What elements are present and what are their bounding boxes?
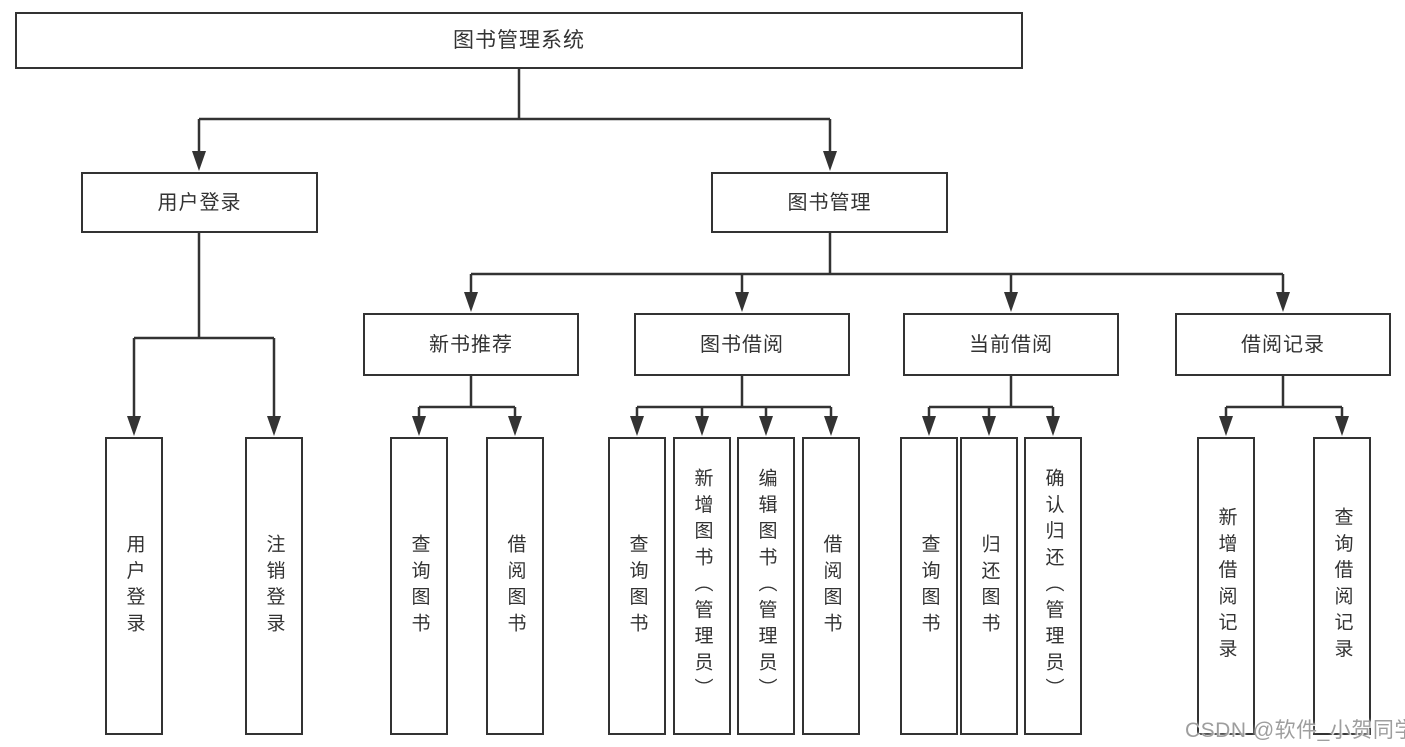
connector-current-to-leaves bbox=[922, 376, 1060, 436]
leaf-borrow-query-book-label: 查询图书 bbox=[626, 533, 648, 639]
leaf-recommend-query-book-label: 查询图书 bbox=[408, 533, 430, 639]
node-book-borrow: 图书借阅 bbox=[634, 313, 850, 376]
leaf-add-borrow-record: 新增借阅记录 bbox=[1197, 437, 1255, 735]
leaf-borrow-book: 借阅图书 bbox=[802, 437, 860, 735]
leaf-user-login: 用户登录 bbox=[105, 437, 163, 735]
leaf-borrow-book-label: 借阅图书 bbox=[820, 533, 842, 639]
leaf-edit-book-admin-label: 编辑图书（管理员） bbox=[755, 468, 777, 704]
leaf-borrow-query-book: 查询图书 bbox=[608, 437, 666, 735]
node-current-borrow: 当前借阅 bbox=[903, 313, 1119, 376]
leaf-recommend-borrow-book: 借阅图书 bbox=[486, 437, 544, 735]
leaf-logout-label: 注销登录 bbox=[263, 533, 285, 639]
connector-recommend-to-leaves bbox=[412, 376, 522, 436]
node-root-system: 图书管理系统 bbox=[15, 12, 1023, 69]
node-borrow-records-label: 借阅记录 bbox=[1241, 333, 1325, 356]
leaf-return-book: 归还图书 bbox=[960, 437, 1018, 735]
node-book-management-label: 图书管理 bbox=[787, 191, 872, 214]
leaf-recommend-borrow-book-label: 借阅图书 bbox=[504, 533, 526, 639]
node-user-login: 用户登录 bbox=[81, 172, 318, 233]
leaf-add-book-admin-label: 新增图书（管理员） bbox=[691, 468, 713, 704]
leaf-return-book-label: 归还图书 bbox=[978, 533, 1000, 639]
connector-bookmgmt-to-level2 bbox=[464, 233, 1290, 312]
node-current-borrow-label: 当前借阅 bbox=[969, 333, 1053, 356]
leaf-logout: 注销登录 bbox=[245, 437, 303, 735]
leaf-add-borrow-record-label: 新增借阅记录 bbox=[1215, 507, 1237, 665]
node-new-book-recommend: 新书推荐 bbox=[363, 313, 579, 376]
node-borrow-records: 借阅记录 bbox=[1175, 313, 1391, 376]
node-user-login-label: 用户登录 bbox=[157, 191, 242, 214]
connector-userlogin-to-leaves bbox=[127, 233, 281, 436]
leaf-confirm-return-admin: 确认归还（管理员） bbox=[1024, 437, 1082, 735]
node-new-book-recommend-label: 新书推荐 bbox=[429, 333, 513, 356]
node-book-management: 图书管理 bbox=[711, 172, 948, 233]
leaf-add-book-admin: 新增图书（管理员） bbox=[673, 437, 731, 735]
node-root-system-label: 图书管理系统 bbox=[453, 28, 585, 52]
leaf-query-borrow-record: 查询借阅记录 bbox=[1313, 437, 1371, 735]
connector-root-to-level1 bbox=[192, 69, 837, 171]
leaf-edit-book-admin: 编辑图书（管理员） bbox=[737, 437, 795, 735]
node-book-borrow-label: 图书借阅 bbox=[700, 333, 784, 356]
leaf-recommend-query-book: 查询图书 bbox=[390, 437, 448, 735]
leaf-user-login-label: 用户登录 bbox=[123, 533, 145, 639]
leaf-query-borrow-record-label: 查询借阅记录 bbox=[1331, 507, 1353, 665]
connector-records-to-leaves bbox=[1219, 376, 1349, 436]
connector-borrow-to-leaves bbox=[630, 376, 838, 436]
leaf-current-query-book-label: 查询图书 bbox=[918, 533, 940, 639]
leaf-current-query-book: 查询图书 bbox=[900, 437, 958, 735]
csdn-watermark: CSDN @软件_小贺同学 bbox=[1185, 719, 1405, 742]
leaf-confirm-return-admin-label: 确认归还（管理员） bbox=[1042, 468, 1064, 704]
